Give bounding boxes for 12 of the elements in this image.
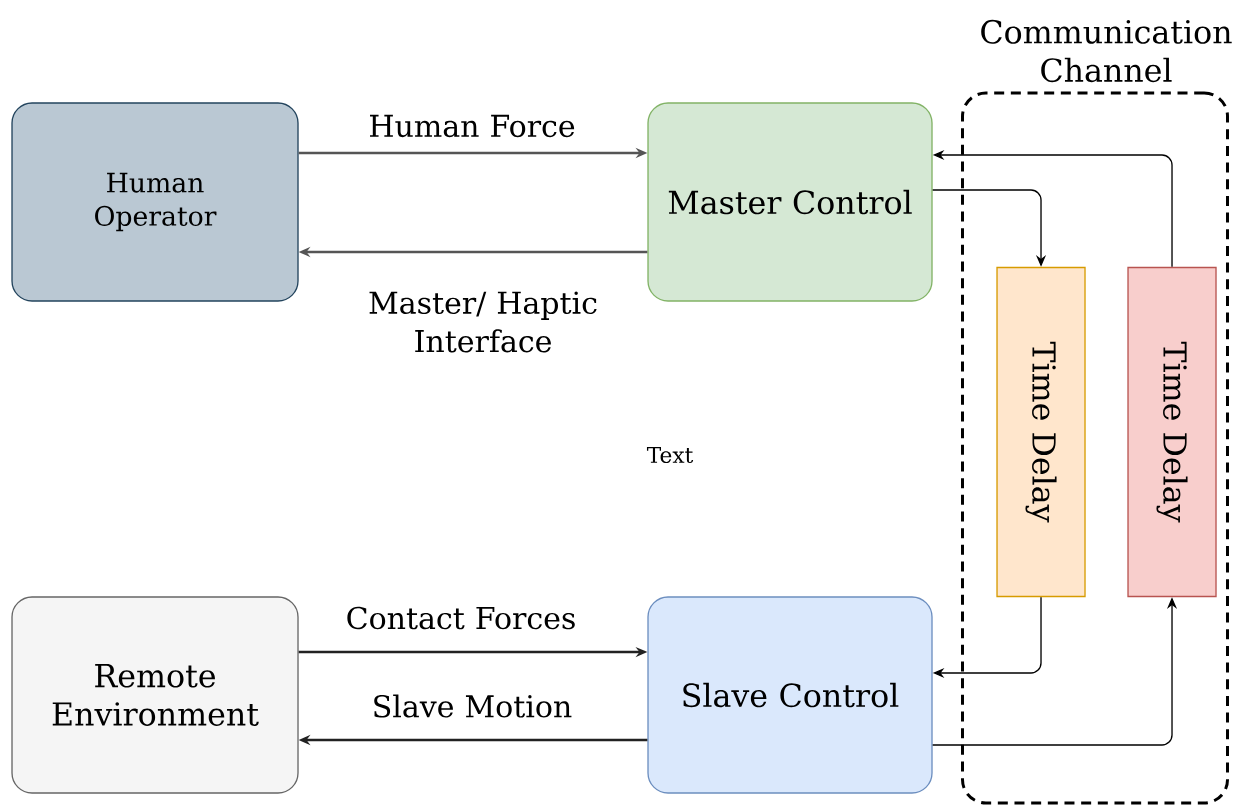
edge-label: Human Force [370,114,575,138]
process-box: Master Control [647,102,933,302]
process-box: Human Operator [11,102,299,302]
process-box: Remote Environment [11,596,299,794]
edge-label: Contact Forces [347,606,575,630]
delay-box: Time Delay [996,266,1086,598]
edge-label: Slave Motion [374,694,572,718]
edge-label: Master/ Haptic Interface [369,291,597,353]
delay-box: Time Delay [1127,266,1217,598]
channel-title: Communication Channel [981,19,1232,83]
process-box: Slave Control [647,596,933,794]
note-text: Text [646,446,694,464]
